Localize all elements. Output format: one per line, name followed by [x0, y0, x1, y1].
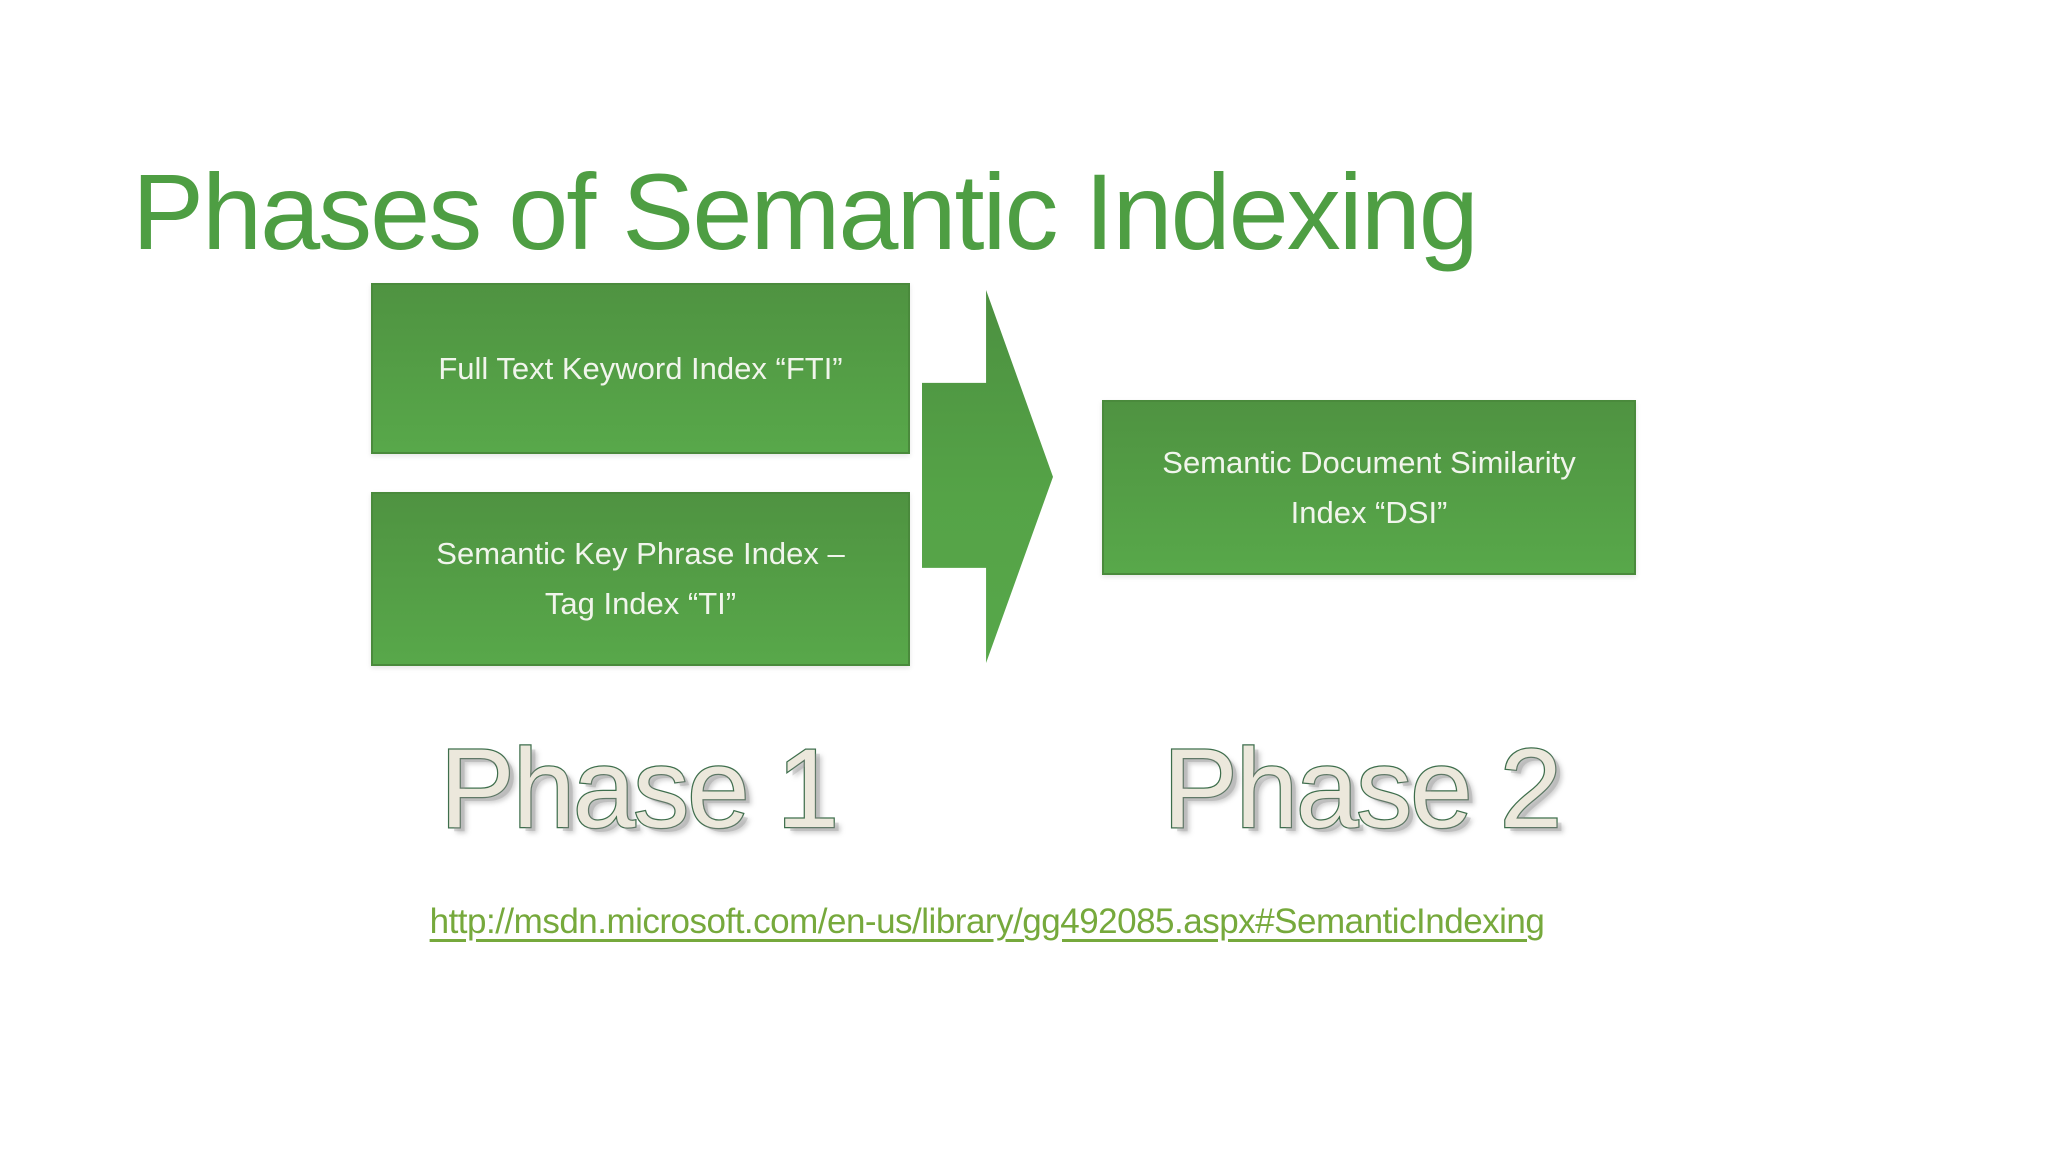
dsi-box: Semantic Document Similarity Index “DSI” [1102, 400, 1636, 575]
phase-1-label: Phase 1 [439, 726, 840, 851]
reference-link-row: http://msdn.microsoft.com/en-us/library/… [392, 902, 1582, 942]
fti-box: Full Text Keyword Index “FTI” [371, 283, 910, 454]
msdn-reference-link[interactable]: http://msdn.microsoft.com/en-us/library/… [429, 902, 1545, 941]
dsi-box-label: Semantic Document Similarity Index “DSI” [1162, 444, 1576, 530]
slide-title: Phases of Semantic Indexing [132, 151, 1479, 272]
fti-box-label: Full Text Keyword Index “FTI” [438, 350, 843, 386]
ti-box-label: Semantic Key Phrase Index – Tag Index “T… [436, 536, 845, 621]
right-arrow-shape [922, 290, 1053, 663]
ti-box: Semantic Key Phrase Index – Tag Index “T… [371, 492, 910, 666]
phase-2-label: Phase 2 [1162, 726, 1563, 851]
